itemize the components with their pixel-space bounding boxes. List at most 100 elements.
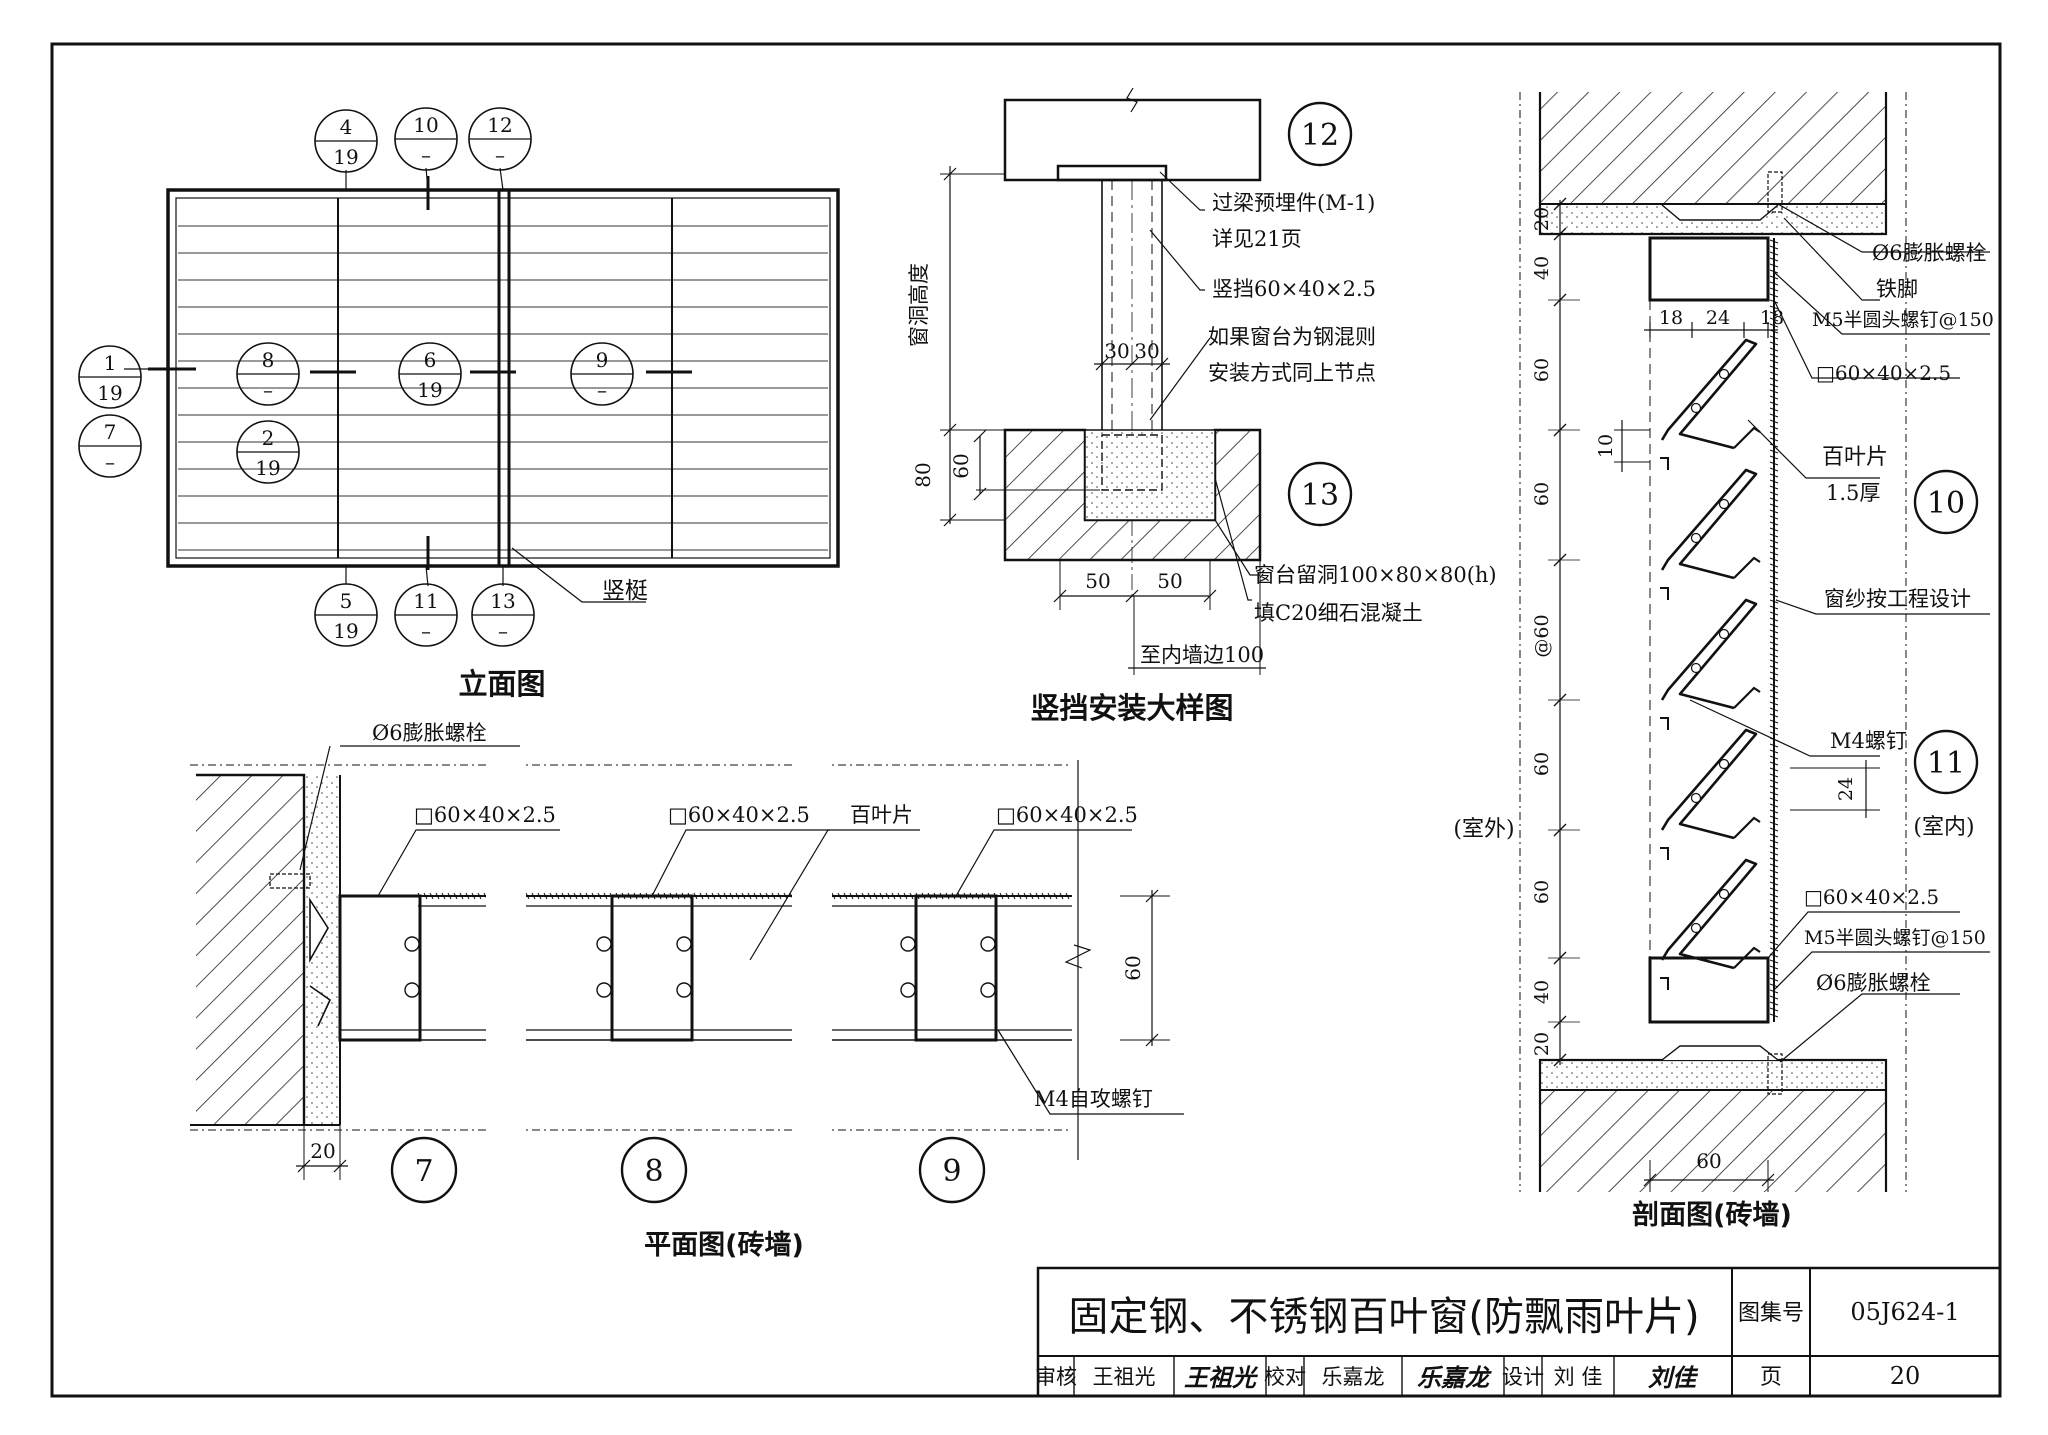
svg-text:M4自攻螺钉: M4自攻螺钉	[1034, 1087, 1153, 1111]
sill-hole-fill	[1084, 429, 1216, 521]
svg-text:□60×40×2.5: □60×40×2.5	[668, 803, 810, 827]
svg-text:页: 页	[1760, 1365, 1782, 1390]
louver-blades	[1660, 338, 1761, 990]
svg-text:图集号: 图集号	[1738, 1301, 1804, 1326]
svg-text:10: 10	[413, 113, 438, 137]
svg-text:18: 18	[1659, 307, 1683, 329]
svg-text:□60×40×2.5: □60×40×2.5	[1816, 361, 1951, 385]
svg-text:M4螺钉: M4螺钉	[1830, 729, 1907, 753]
louver-slats	[178, 225, 828, 551]
mullion-detail-view: 窗洞高度 80 60 30 30 50 50 至内墙边100	[907, 87, 1497, 725]
ref-bubble: 619	[398, 342, 462, 406]
top-tube	[1648, 236, 1770, 302]
designer-signature: 刘佳	[1648, 1363, 1699, 1392]
embedded-plate	[1056, 164, 1168, 182]
section-caption: 剖面图(砖墙)	[1632, 1199, 1792, 1231]
svg-text:Ø6膨胀螺栓: Ø6膨胀螺栓	[372, 721, 487, 745]
brick-wall	[196, 775, 304, 1125]
svg-text:11: 11	[413, 589, 438, 613]
svg-text:(室外): (室外)	[1453, 817, 1514, 842]
svg-text:30: 30	[1134, 339, 1159, 363]
mullion-label: 竖梃	[602, 578, 648, 604]
svg-text:12: 12	[487, 113, 512, 137]
insect-screen-plan	[417, 892, 1070, 900]
svg-text:19: 19	[255, 456, 280, 480]
louver-blade	[1660, 338, 1761, 470]
bottom-tube	[1648, 956, 1770, 1024]
elevation-caption: 立面图	[458, 667, 545, 701]
svg-text:M5半圆头螺钉@150: M5半圆头螺钉@150	[1804, 927, 1986, 949]
svg-text:11: 11	[1927, 746, 1965, 781]
svg-text:详见21页: 详见21页	[1212, 227, 1302, 251]
svg-text:竖挡60×40×2.5: 竖挡60×40×2.5	[1212, 277, 1376, 301]
svg-text:7: 7	[104, 420, 117, 444]
svg-text:–: –	[421, 619, 431, 643]
mullion-dims: 窗洞高度 80 60 30 30 50 50 至内墙边100	[907, 166, 1266, 675]
sheet-border	[50, 42, 2002, 1398]
svg-text:乐嘉龙: 乐嘉龙	[1322, 1365, 1385, 1389]
svg-text:8: 8	[262, 348, 275, 372]
svg-text:刘 佳: 刘 佳	[1554, 1365, 1603, 1389]
svg-text:安装方式同上节点: 安装方式同上节点	[1208, 361, 1376, 385]
lintel-beam	[1003, 98, 1262, 182]
top-wall	[1540, 92, 1886, 204]
screw-head	[980, 936, 996, 952]
svg-text:1.5厚: 1.5厚	[1826, 481, 1880, 505]
svg-text:1: 1	[104, 351, 117, 375]
svg-text:Ø6膨胀螺栓: Ø6膨胀螺栓	[1872, 241, 1987, 265]
svg-text:20: 20	[310, 1139, 335, 1163]
svg-text:40: 40	[1531, 980, 1553, 1004]
svg-text:5: 5	[340, 589, 353, 613]
ref-bubble: 13–	[471, 583, 535, 647]
svg-text:9: 9	[942, 1154, 961, 1189]
svg-text:80: 80	[911, 462, 935, 487]
svg-text:至内墙边100: 至内墙边100	[1140, 643, 1264, 667]
svg-text:9: 9	[596, 348, 609, 372]
page-number: 20	[1890, 1362, 1921, 1390]
svg-text:60: 60	[1531, 880, 1553, 904]
title-block: 固定钢、不锈钢百叶窗(防飘雨叶片) 图集号 05J624-1 页 20 审核 王…	[1035, 1266, 2002, 1398]
svg-text:10: 10	[1927, 486, 1965, 521]
svg-text:窗台留洞100×80×80(h): 窗台留洞100×80×80(h)	[1254, 563, 1497, 587]
window-inner-frame	[175, 197, 831, 559]
node-marker: 8	[620, 1136, 688, 1204]
atlas-number: 05J624-1	[1850, 1298, 1959, 1326]
node-marker: 7	[390, 1136, 458, 1204]
svg-text:□60×40×2.5: □60×40×2.5	[1804, 885, 1939, 909]
node-marker: 9	[918, 1136, 986, 1204]
svg-text:2: 2	[262, 426, 275, 450]
svg-text:19: 19	[417, 378, 442, 402]
svg-text:50: 50	[1157, 569, 1182, 593]
tube-8	[610, 894, 694, 1042]
svg-text:60: 60	[1531, 482, 1553, 506]
tube-7	[338, 894, 422, 1042]
tube-9	[914, 894, 998, 1042]
svg-text:19: 19	[333, 619, 358, 643]
sheet-title: 固定钢、不锈钢百叶窗(防飘雨叶片)	[1068, 1294, 1699, 1340]
svg-text:60: 60	[1121, 955, 1145, 980]
svg-text:40: 40	[1531, 256, 1553, 280]
svg-text:百叶片: 百叶片	[1822, 445, 1888, 470]
ref-bubble: 519	[314, 583, 378, 647]
screw-head	[404, 982, 420, 998]
elevation-view: 419 10– 12– 119 7– 8– 219 619 9– 519 11–…	[78, 107, 840, 701]
section-view: 20 40 60 60 @60 60 60 40 20 18 24 18 10 …	[1453, 92, 1994, 1231]
svg-text:60: 60	[1531, 752, 1553, 776]
screw-head	[900, 936, 916, 952]
svg-text:如果窗台为钢混则: 如果窗台为钢混则	[1208, 325, 1376, 349]
ref-bubble: 119	[78, 345, 142, 409]
ref-bubble: 219	[236, 420, 300, 484]
svg-text:60: 60	[949, 453, 973, 478]
svg-text:□60×40×2.5: □60×40×2.5	[996, 803, 1138, 827]
svg-text:–: –	[498, 619, 508, 643]
ref-bubble: 10 –	[394, 107, 458, 171]
svg-text:–: –	[421, 143, 431, 167]
louver-blades-plan	[340, 895, 1072, 1041]
svg-text:7: 7	[414, 1154, 433, 1189]
svg-text:校对: 校对	[1264, 1365, 1306, 1389]
svg-text:19: 19	[97, 381, 122, 405]
reviewer-signature: 王祖光	[1184, 1363, 1259, 1392]
screw-head	[676, 936, 692, 952]
svg-text:–: –	[105, 450, 115, 474]
svg-text:19: 19	[333, 145, 358, 169]
